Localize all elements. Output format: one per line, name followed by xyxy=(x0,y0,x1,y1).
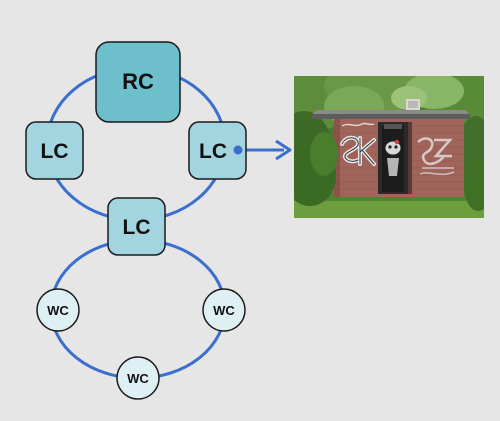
rc-node[interactable]: RC xyxy=(95,41,181,123)
arrow-origin-dot-front xyxy=(233,145,243,155)
wc-node-left-label: WC xyxy=(47,303,69,318)
lc-node-left[interactable]: LC xyxy=(25,121,84,180)
wc-node-right-label: WC xyxy=(213,303,235,318)
wc-node-bottom[interactable]: WC xyxy=(116,356,160,400)
brick-building-illustration xyxy=(294,76,484,218)
lc-node-left-label: LC xyxy=(41,140,69,163)
rc-node-label: RC xyxy=(122,69,154,94)
wc-node-right[interactable]: WC xyxy=(202,288,246,332)
graffiti-tags xyxy=(340,122,455,176)
wc-node-bottom-label: WC xyxy=(127,371,149,386)
wc-node-left[interactable]: WC xyxy=(36,288,80,332)
substation-photo xyxy=(294,76,484,218)
lc-node-bottom-label: LC xyxy=(123,216,151,239)
lc-node-bottom[interactable]: LC xyxy=(107,197,166,256)
lc-node-right-label: LC xyxy=(199,140,227,163)
lc-node-right[interactable]: LC xyxy=(188,121,247,180)
